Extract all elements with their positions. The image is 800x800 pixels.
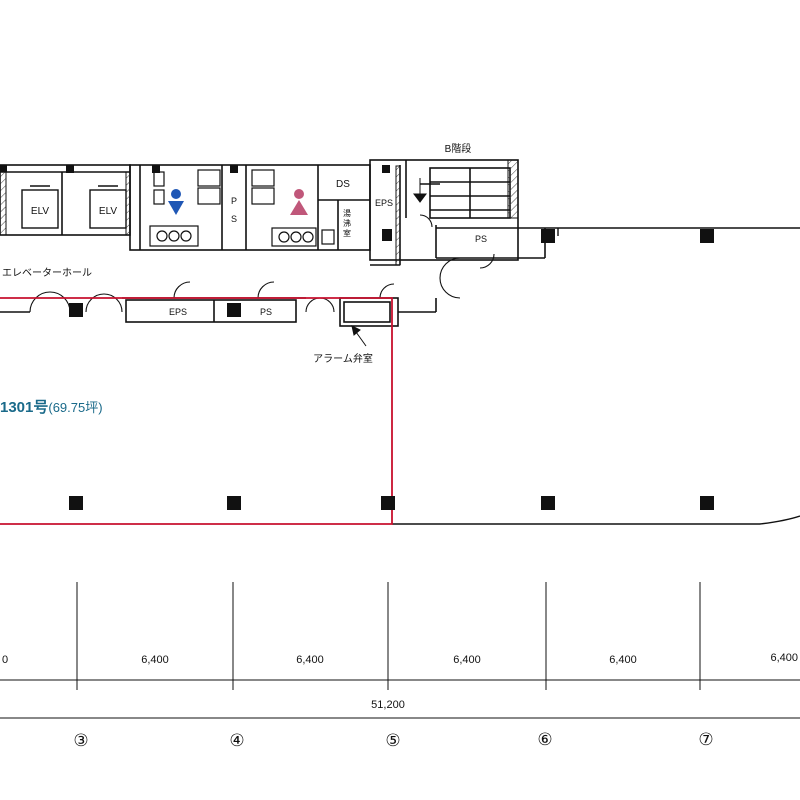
grid-axis-4: ④ — [229, 731, 244, 750]
kitchen-label-3: 室 — [343, 228, 351, 238]
dimension-total: 51,200 — [371, 699, 405, 711]
elevator-hall-label: エレベーターホール — [2, 267, 92, 279]
elevator-1-label: ELV — [31, 206, 49, 217]
corridor-walls — [0, 297, 437, 327]
building-outline — [392, 228, 800, 525]
eps-stair-label: EPS — [375, 198, 393, 208]
grid-axis-3: ③ — [73, 731, 88, 750]
grid-axis-7: ⑦ — [698, 730, 713, 749]
shaft-hatches — [0, 159, 519, 266]
dimension-bay-3: 6,400 — [141, 654, 169, 666]
female-toilet-icon — [290, 189, 308, 215]
stair-down-arrow-icon — [413, 178, 427, 203]
elevator-2-label: ELV — [99, 206, 117, 217]
ps-corridor-label: PS — [260, 307, 272, 317]
ps-right-label: PS — [475, 234, 487, 244]
kitchen-label-1: 湯 — [343, 208, 351, 218]
ds-label: DS — [336, 179, 350, 190]
dimension-bay-4: 6,400 — [296, 654, 324, 666]
dimension-bay-0: 0 — [2, 654, 8, 666]
dimension-bay-6: 6,400 — [609, 654, 637, 666]
eps-corridor-label: EPS — [169, 307, 187, 317]
grid-axis-6: ⑥ — [537, 730, 552, 749]
stair-label: B階段 — [445, 142, 472, 155]
dimension-bay-7: 6,400 — [770, 652, 798, 664]
unit-1301-outline — [0, 297, 393, 525]
unit-name: 1301号 — [0, 399, 48, 416]
dimension-lines — [0, 582, 800, 719]
columns — [0, 165, 714, 510]
alarm-valve-label: アラーム弁室 — [313, 352, 373, 365]
kitchen-label-2: 沸 — [343, 218, 351, 228]
grid-axis-5: ⑤ — [385, 731, 400, 750]
ps-core-label: P — [231, 196, 237, 206]
unit-area: (69.75坪) — [48, 400, 102, 415]
dimension-bay-5: 6,400 — [453, 654, 481, 666]
unit-label: 1301号(69.75坪) — [0, 399, 103, 416]
toilet-fixtures — [149, 169, 335, 247]
ps-core-label-2: S — [231, 214, 237, 224]
male-toilet-icon — [168, 189, 184, 215]
alarm-valve-leader — [351, 325, 367, 347]
